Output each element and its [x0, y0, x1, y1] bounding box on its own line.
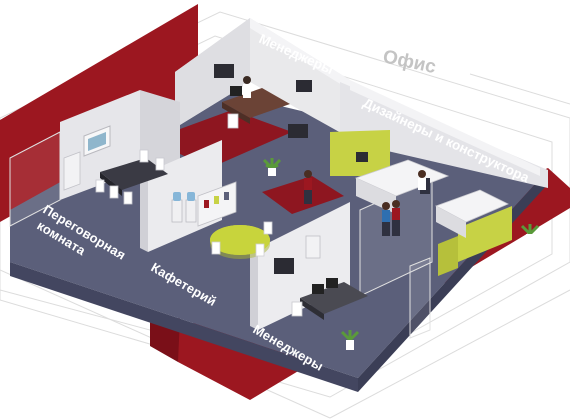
plant-icon [262, 158, 282, 176]
person-icon [304, 170, 312, 204]
office-title: Офис [381, 46, 438, 78]
wall-managers-top [175, 18, 350, 138]
glass-walls [9, 131, 433, 339]
bookshelf-icon [197, 181, 237, 227]
person-icon [418, 170, 426, 190]
designers-partition [330, 130, 512, 276]
bulletin-board-icon [288, 80, 312, 138]
red-floor-zone [150, 110, 292, 168]
wall-designers [340, 80, 548, 188]
round-table-icon [210, 221, 273, 259]
meeting-tv [83, 125, 111, 157]
plant-icon [520, 224, 540, 242]
office-chair-icon [227, 113, 239, 129]
red-floor-zone-center [262, 176, 344, 214]
whiteboard-stand [63, 151, 81, 191]
person-icon [243, 76, 251, 98]
person-icon [382, 202, 390, 236]
desk-icon [214, 64, 290, 124]
managers-bottom-desk [274, 235, 368, 320]
floor-edge [10, 262, 358, 392]
wall-managers-bottom [250, 202, 350, 330]
plant-icon [340, 330, 360, 350]
meeting-table [95, 149, 168, 205]
designers-desks [354, 152, 509, 238]
water-cooler-icon [171, 192, 197, 223]
person-icon [392, 200, 400, 236]
